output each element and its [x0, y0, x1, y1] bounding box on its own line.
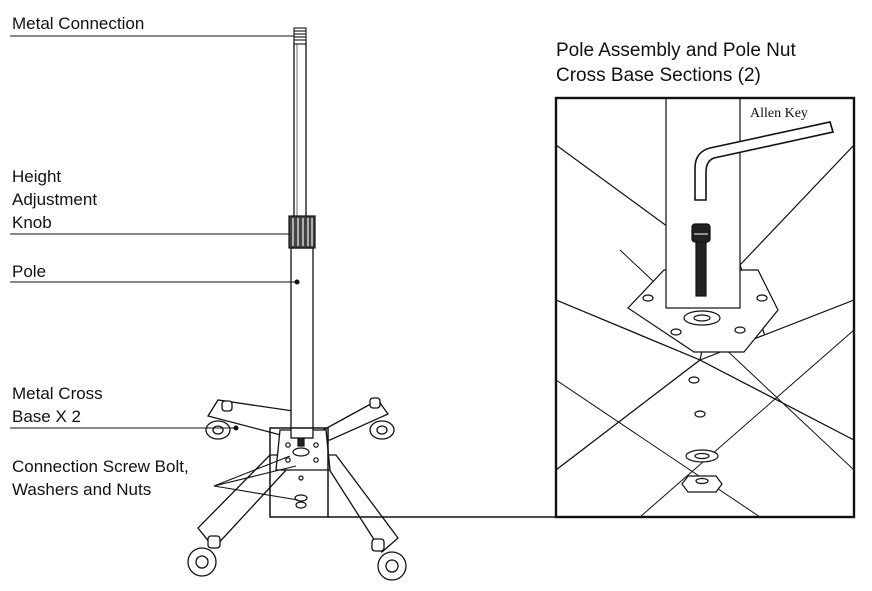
connection-hardware	[285, 433, 319, 509]
detail-title-line1: Pole Assembly and Pole Nut	[556, 40, 796, 61]
label-screw-line1: Connection Screw Bolt,	[12, 457, 189, 476]
label-height-line1: Height	[12, 167, 62, 186]
label-screw-line2: Washers and Nuts	[12, 480, 152, 499]
leader-lines	[10, 35, 300, 501]
label-allen-key: Allen Key	[750, 106, 808, 121]
label-pole: Pole	[12, 262, 47, 281]
metal-connection-thread	[293, 27, 307, 45]
caster-wheels	[187, 397, 407, 581]
label-height-line3: Knob	[12, 213, 52, 232]
label-metal-connection: Metal Connection	[12, 14, 145, 33]
pole	[290, 41, 314, 439]
callout	[269, 427, 556, 518]
detail-title-line2: Cross Base Sections (2)	[556, 65, 761, 86]
label-cross-base-line1: Metal Cross	[12, 384, 103, 403]
detail-frame	[554, 96, 856, 519]
detail-view	[556, 98, 854, 517]
label-cross-base-line2: Base X 2	[12, 407, 81, 426]
height-adjustment-knob	[288, 215, 316, 249]
label-height-line2: Adjustment	[12, 190, 98, 209]
